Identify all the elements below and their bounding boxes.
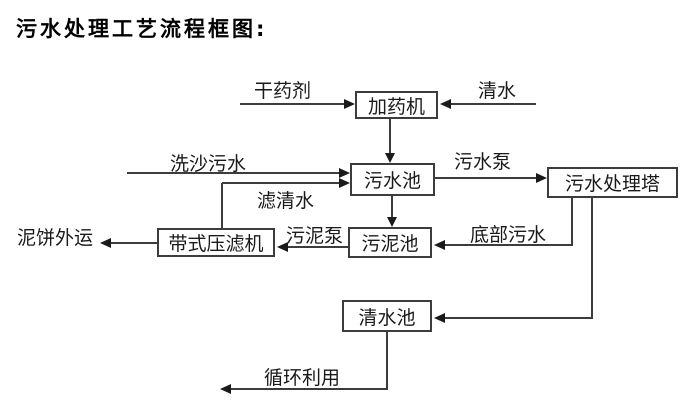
arrowhead-left-icon xyxy=(220,384,231,394)
edge-pool-to-sludge-line xyxy=(391,196,393,219)
arrowhead-left-icon xyxy=(440,99,451,109)
arrowhead-down-icon xyxy=(385,153,395,163)
edge-label-mud-cake-out: 泥饼外运 xyxy=(17,227,94,249)
edge-label-filtered-water: 滤清水 xyxy=(257,190,315,212)
arrowhead-right-icon xyxy=(344,99,355,109)
page-title: 污水处理工艺流程框图: xyxy=(16,17,268,41)
edge-sewage-pump-line xyxy=(435,177,537,179)
arrowhead-down-icon xyxy=(387,217,397,227)
edge-dosing-to-pool-line xyxy=(389,119,391,155)
edge-bottom-sewage-line xyxy=(444,244,573,246)
edge-tower-to-clean-pool-line xyxy=(444,317,593,319)
edge-sludge-pump-line xyxy=(287,246,348,248)
edge-dry-chemical-line xyxy=(240,103,345,105)
edge-recycle-vline xyxy=(386,332,388,389)
edge-filtered-water-line xyxy=(222,182,340,184)
arrowhead-right-icon xyxy=(339,178,350,188)
edge-sand-washing-line xyxy=(127,172,340,174)
edge-label-bottom-sewage: 底部污水 xyxy=(470,224,547,246)
node-treatment-tower: 污水处理塔 xyxy=(547,167,678,198)
edge-label-recycle: 循环利用 xyxy=(264,367,341,389)
edge-tower-to-clean-pool-vline xyxy=(591,198,593,319)
node-dosing-machine: 加药机 xyxy=(355,91,438,119)
edge-clean-water-line xyxy=(450,103,536,105)
edge-label-clean-water: 清水 xyxy=(478,80,517,102)
edge-recycle-line xyxy=(230,388,388,390)
node-sludge-pool: 污泥池 xyxy=(348,227,432,258)
edge-label-sewage-pump: 污水泵 xyxy=(454,151,512,173)
arrowhead-left-icon xyxy=(434,313,445,323)
edge-label-sludge-pump: 污泥泵 xyxy=(286,225,344,247)
edge-bottom-sewage-vline xyxy=(571,198,573,246)
node-belt-filter-press: 带式压滤机 xyxy=(157,228,275,257)
node-sewage-pool: 污水池 xyxy=(350,163,435,196)
arrowhead-left-icon xyxy=(434,240,445,250)
arrowhead-left-icon xyxy=(277,242,288,252)
node-clean-water-pool: 清水池 xyxy=(342,300,432,332)
edge-mud-cake-line xyxy=(110,242,157,244)
edge-filtered-water-vline xyxy=(221,183,223,228)
edge-label-sand-washing-sewage: 洗沙污水 xyxy=(170,153,247,175)
edge-label-dry-chemical: 干药剂 xyxy=(254,80,312,102)
arrowhead-right-icon xyxy=(536,173,547,183)
arrowhead-left-icon xyxy=(100,238,111,248)
arrowhead-right-icon xyxy=(339,168,350,178)
